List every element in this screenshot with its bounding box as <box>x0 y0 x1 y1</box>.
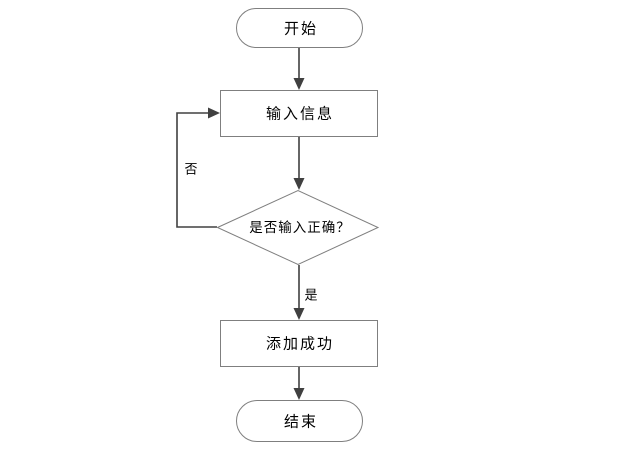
arrow-head-icon <box>293 388 305 400</box>
node-success[interactable]: 添加成功 <box>220 320 378 367</box>
node-input[interactable]: 输入信息 <box>220 90 378 137</box>
arrow-head-icon <box>293 178 305 190</box>
node-success-label: 添加成功 <box>266 335 334 353</box>
node-input-shape[interactable] <box>220 90 378 137</box>
edge-success-to-end <box>293 367 305 400</box>
node-success-shape[interactable] <box>220 320 378 367</box>
edge-decision-yes <box>293 265 305 320</box>
edge-decision-no-loop <box>176 107 220 228</box>
node-start-shape[interactable] <box>236 8 363 48</box>
edge-label-yes: 是 <box>304 289 317 304</box>
edge-label-no: 否 <box>184 163 197 178</box>
arrow-head-icon <box>208 107 220 119</box>
node-decision-label: 是否输入正确？ <box>249 220 351 236</box>
node-input-label: 输入信息 <box>266 105 334 123</box>
arrow-head-icon <box>293 308 305 320</box>
node-start[interactable]: 开始 <box>236 8 363 48</box>
node-end[interactable]: 结束 <box>236 400 363 442</box>
node-decision-shape[interactable] <box>216 189 380 266</box>
node-end-label: 结束 <box>284 413 318 431</box>
node-end-shape[interactable] <box>236 400 363 442</box>
edge-start-to-input <box>293 48 305 90</box>
edge-input-to-decision <box>293 137 305 190</box>
node-start-label: 开始 <box>284 20 318 38</box>
arrow-head-icon <box>293 78 305 90</box>
node-decision[interactable]: 是否输入正确？ <box>216 189 380 266</box>
